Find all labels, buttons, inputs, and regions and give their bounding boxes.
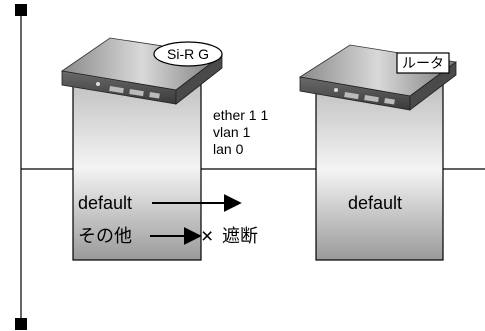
interface-lan: lan 0 bbox=[213, 141, 244, 157]
vertical-segment bbox=[15, 4, 27, 330]
interface-ether: ether 1 1 bbox=[213, 107, 268, 123]
segment-end-top bbox=[15, 4, 27, 16]
right-device-label: ルータ bbox=[396, 52, 450, 74]
left-device-icon bbox=[60, 37, 223, 105]
right-route-default: default bbox=[348, 193, 402, 213]
left-route-default: default bbox=[78, 193, 132, 213]
left-router-box bbox=[72, 74, 202, 261]
blocked-mark: × bbox=[201, 225, 213, 248]
right-device-name: ルータ bbox=[402, 55, 444, 71]
left-device-label: Si-R G bbox=[153, 41, 223, 67]
blocked-label: 遮断 bbox=[222, 226, 258, 246]
left-route-other: その他 bbox=[78, 226, 132, 246]
left-device-name: Si-R G bbox=[167, 46, 209, 62]
segment-end-bottom bbox=[15, 318, 27, 330]
interface-vlan: vlan 1 bbox=[213, 124, 251, 140]
right-router-box bbox=[315, 79, 444, 261]
